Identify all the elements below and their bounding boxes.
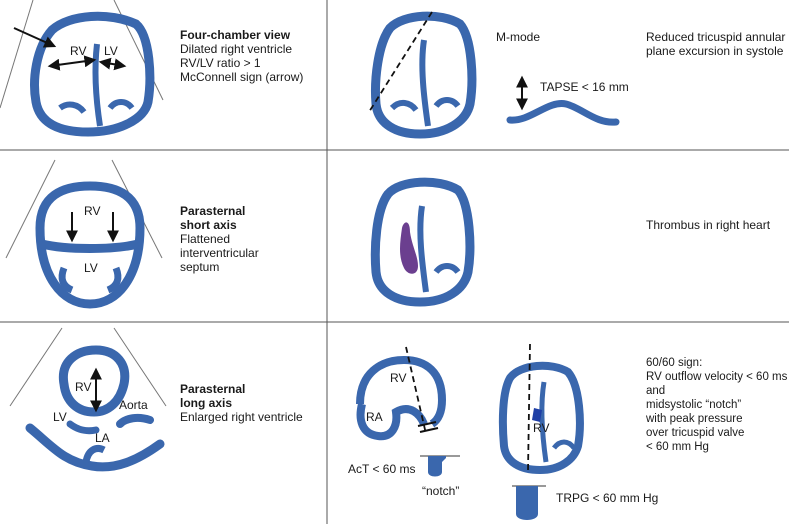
- tricuspid-jet-mark: [532, 408, 542, 422]
- sign-6060-line-7: < 60 mm Hg: [646, 441, 709, 453]
- four-chamber-title: Four-chamber view: [180, 28, 291, 42]
- thrombus-heart-outline: [370, 177, 475, 307]
- sector-line-left: [0, 0, 34, 109]
- la-sector-right: [113, 327, 167, 407]
- short-axis-title-2: short axis: [180, 218, 237, 232]
- trpg-leaflet: [552, 439, 576, 450]
- four-chamber-line-1: Dilated right ventricle: [180, 42, 293, 56]
- trpg-rv-label: RV: [533, 421, 550, 435]
- four-chamber-lv-label: LV: [104, 44, 118, 58]
- ra-chamber-outline: [356, 403, 428, 441]
- short-axis-line-1: Flattened: [180, 232, 231, 246]
- thrombus-description: Thrombus in right heart: [646, 218, 771, 232]
- sign-6060-line-4: midsystolic “notch”: [646, 399, 742, 411]
- thrombus-view-leaflet: [433, 263, 461, 275]
- long-axis-line-1: Enlarged right ventricle: [180, 410, 303, 424]
- m-mode-description-1: Reduced tricuspid annular: [646, 30, 786, 44]
- long-axis-aorta-label: Aorta: [119, 398, 148, 412]
- long-axis-title-2: long axis: [180, 396, 233, 410]
- sample-gate-upper: [417, 421, 437, 427]
- thrombus-illustration: [370, 177, 475, 307]
- notch-label: “notch”: [422, 484, 460, 498]
- four-chamber-illustration: [0, 0, 164, 137]
- mitral-valve: [66, 420, 100, 435]
- short-axis-line-3: septum: [180, 260, 220, 274]
- rvot-outline: [356, 355, 447, 428]
- short-axis-rv-label: RV: [84, 204, 101, 218]
- papillary-left: [58, 266, 74, 294]
- sign-6060-line-5: with peak pressure: [646, 413, 743, 425]
- rvot-rv-label: RV: [390, 371, 407, 385]
- trpg-label: TRPG < 60 mm Hg: [556, 491, 659, 505]
- tricuspid-leaflet: [58, 101, 87, 114]
- short-axis-outer-wall: [35, 181, 145, 309]
- sign-6060-illustration: [356, 343, 584, 520]
- aortic-root: [116, 413, 154, 428]
- cw-doppler-cursor: [527, 343, 531, 473]
- long-axis-title-1: Parasternal: [180, 382, 246, 396]
- four-chamber-line-3: McConnell sign (arrow): [180, 70, 304, 84]
- long-axis-lower-wall: [25, 423, 165, 472]
- mcconnell-arrow: [13, 27, 57, 48]
- m-mode-septum: [419, 39, 431, 127]
- m-mode-leaflet-right: [433, 97, 461, 109]
- tapse-label: TAPSE < 16 mm: [540, 80, 629, 94]
- tapse-waveform: [506, 100, 620, 126]
- m-mode-heart-outline: [371, 11, 477, 139]
- thrombus-mass: [400, 222, 418, 274]
- la-wall: [82, 445, 106, 463]
- sample-gate-lower: [419, 427, 439, 433]
- act-label: AcT < 60 ms: [348, 462, 416, 476]
- trpg-heart-outline: [498, 361, 584, 475]
- sign-6060-line-2: RV outflow velocity < 60 ms: [646, 371, 788, 383]
- four-chamber-heart-outline: [30, 11, 155, 137]
- sign-6060-line-1: 60/60 sign:: [646, 357, 703, 369]
- long-axis-illustration: [9, 327, 167, 472]
- short-axis-title-1: Parasternal: [180, 204, 246, 218]
- mitral-leaflet: [107, 99, 135, 111]
- pw-doppler-cursor: [405, 346, 427, 435]
- four-chamber-line-2: RV/LV ratio > 1: [180, 56, 261, 70]
- la-sector-left: [9, 327, 63, 407]
- papillary-right: [106, 266, 122, 294]
- thrombus-view-septum: [417, 205, 429, 293]
- four-chamber-septum: [92, 43, 103, 127]
- long-axis-rv-ring: [58, 345, 130, 417]
- m-mode-illustration: [368, 11, 620, 139]
- m-mode-description-2: plane excursion in systole: [646, 44, 784, 58]
- long-axis-rv-label: RV: [75, 380, 92, 394]
- trpg-doppler-waveform: [516, 486, 538, 520]
- short-axis-lv-label: LV: [84, 261, 98, 275]
- act-doppler-waveform: [428, 456, 446, 477]
- four-chamber-rv-label: RV: [70, 44, 87, 58]
- long-axis-lv-label: LV: [53, 410, 67, 424]
- short-axis-flattened-septum: [40, 239, 140, 253]
- short-axis-line-2: interventricular: [180, 246, 259, 260]
- m-mode-leaflet-left: [389, 100, 419, 112]
- trpg-septum: [539, 381, 549, 463]
- short-axis-illustration: [5, 159, 163, 309]
- long-axis-la-label: LA: [95, 431, 110, 445]
- sign-6060-line-3: and: [646, 385, 666, 397]
- sign-6060-line-6: over tricuspid valve: [646, 427, 745, 439]
- ra-label: RA: [366, 410, 383, 424]
- sa-sector-left: [5, 159, 56, 259]
- rv-diameter-arrow: [47, 55, 97, 71]
- m-mode-label: M-mode: [496, 30, 541, 44]
- lv-diameter-arrow: [98, 57, 127, 71]
